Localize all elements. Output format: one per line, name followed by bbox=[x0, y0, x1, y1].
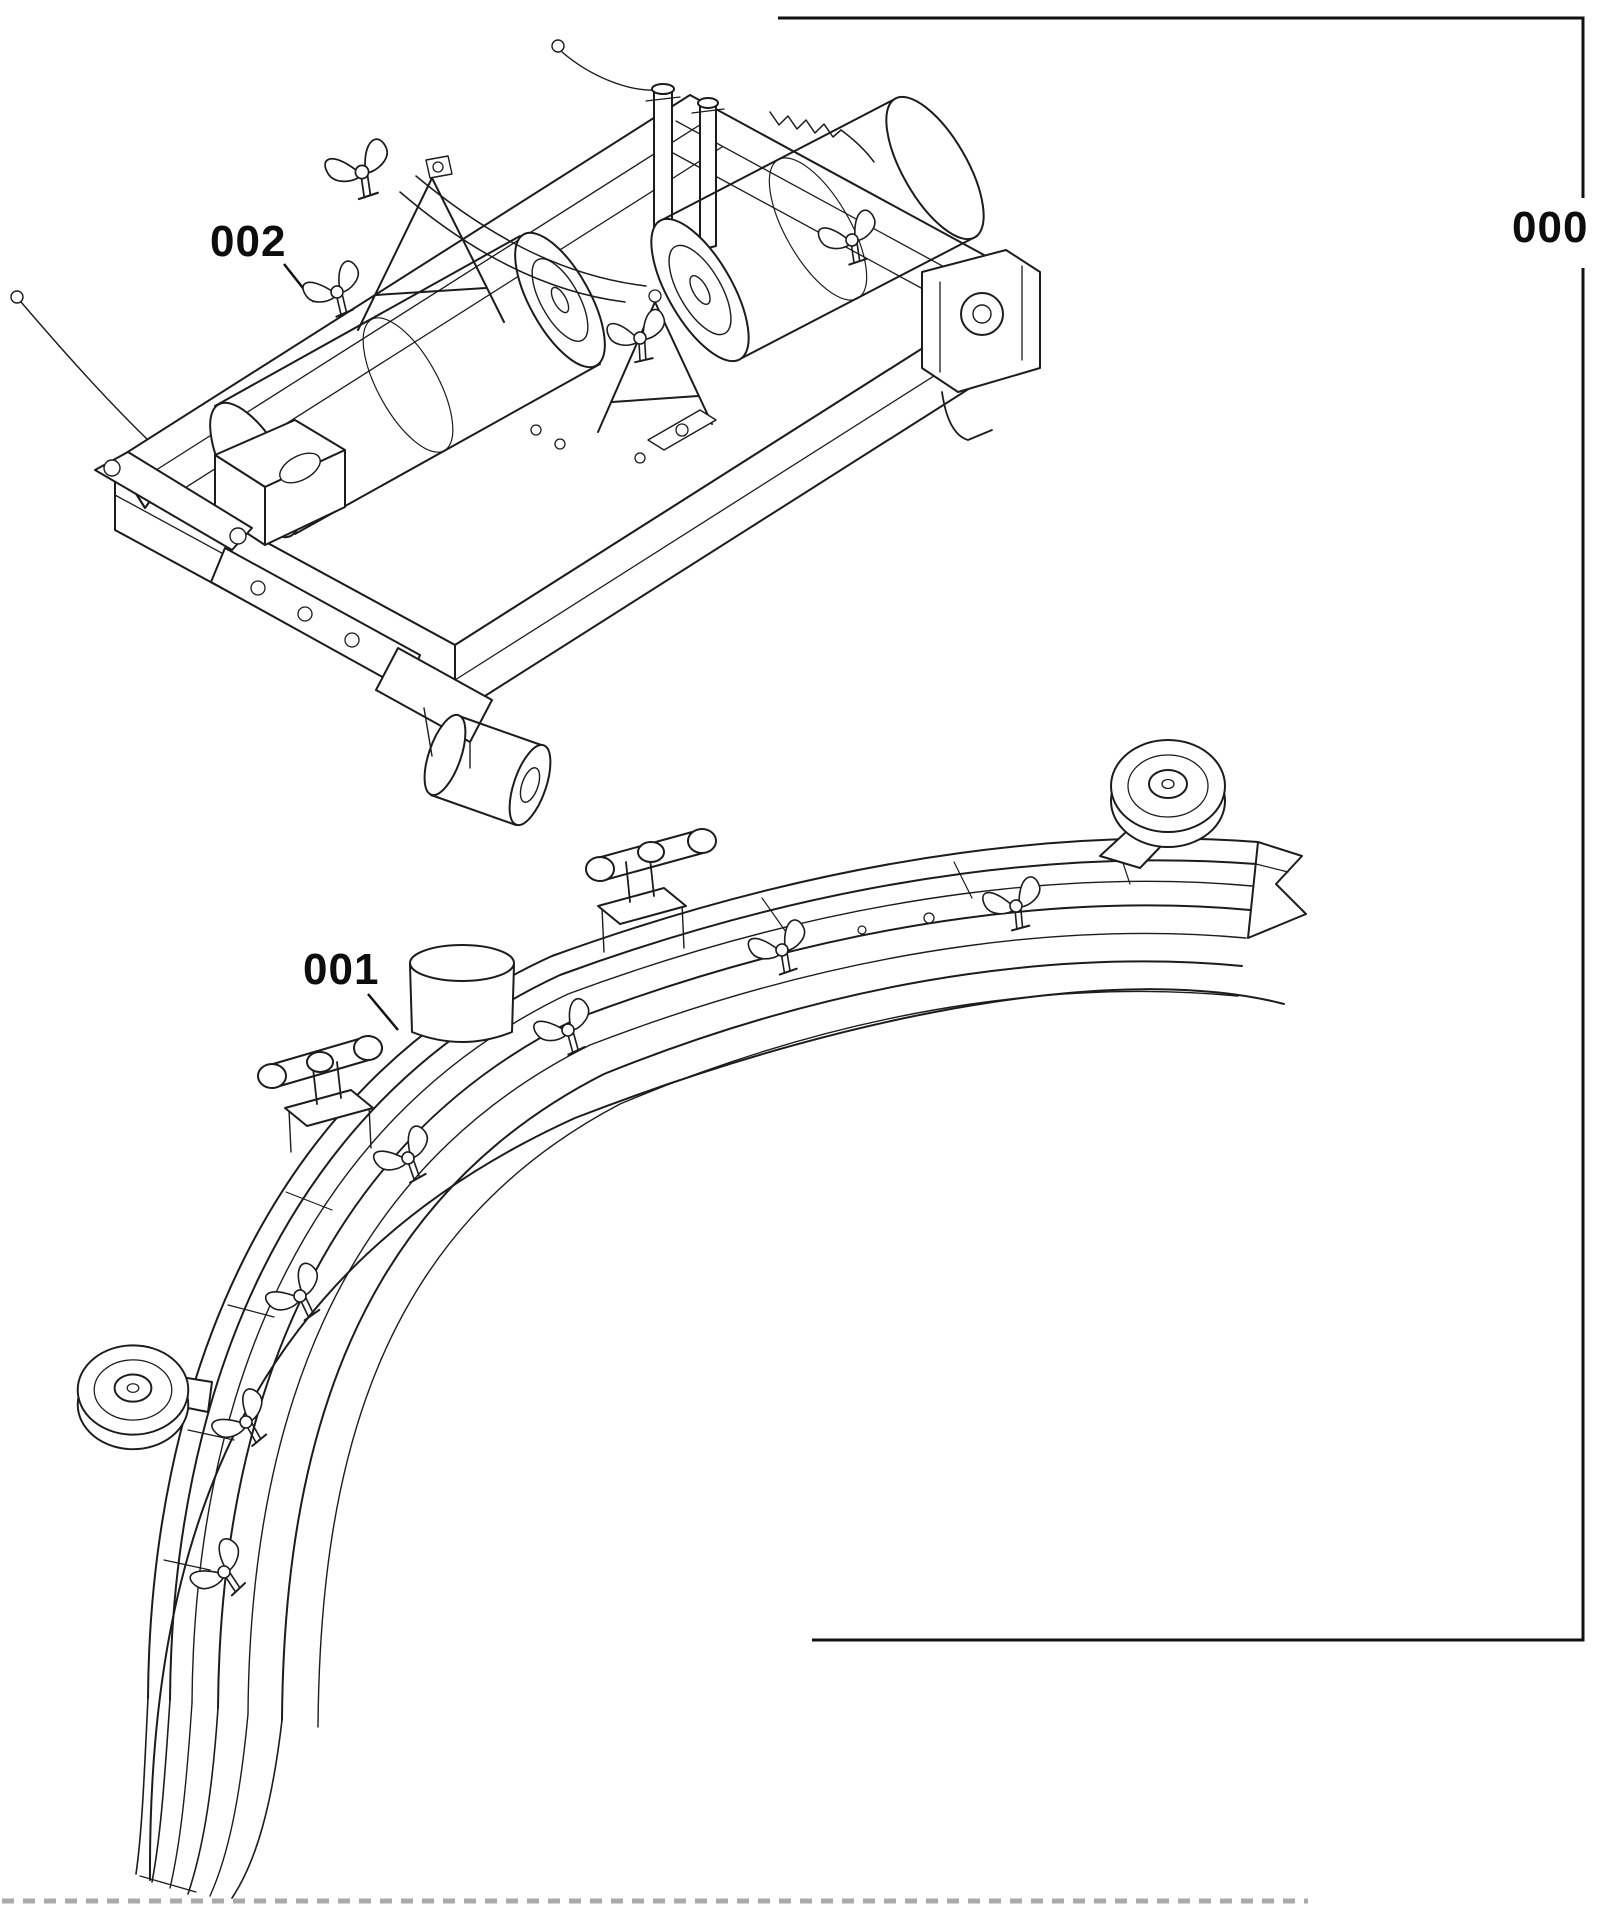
squeegee-wheel-right bbox=[1110, 739, 1226, 848]
squeegee-t-handle-left bbox=[257, 1035, 383, 1153]
squeegee-wing-nut bbox=[744, 916, 816, 982]
squeegee-wing-nut bbox=[204, 1384, 283, 1460]
bracket-top-segment bbox=[778, 16, 1585, 198]
squeegee-wing-nut bbox=[182, 1534, 261, 1611]
deck-assembly-drawing bbox=[10, 39, 1041, 827]
squeegee-wheel-left bbox=[76, 1344, 190, 1451]
bracket-bottom-segment bbox=[812, 268, 1585, 1642]
squeegee-t-handle-right bbox=[585, 828, 717, 953]
part-label-002: 002 bbox=[210, 217, 287, 266]
squeegee-wing-nut bbox=[979, 874, 1049, 936]
group-bracket-000 bbox=[778, 16, 1585, 1642]
part-label-001: 001 bbox=[303, 945, 380, 994]
squeegee-assembly-drawing bbox=[76, 739, 1307, 1899]
squeegee-wing-nut bbox=[528, 995, 603, 1064]
leader-line-001 bbox=[367, 993, 399, 1031]
part-label-000: 000 bbox=[1512, 203, 1589, 252]
deck-wing-knob bbox=[320, 136, 399, 207]
